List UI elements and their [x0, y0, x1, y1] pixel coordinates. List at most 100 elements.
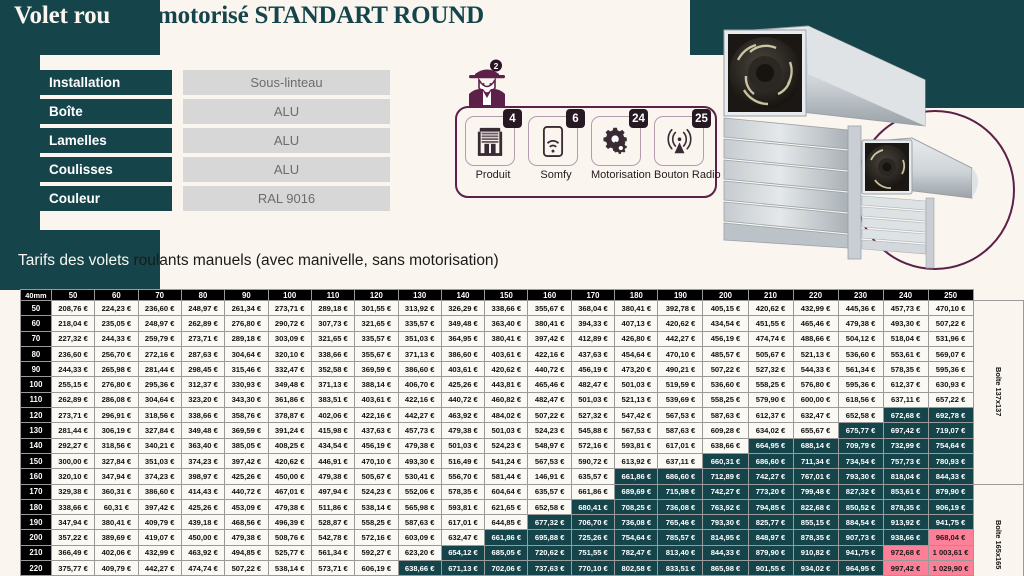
price-cell[interactable]: 326,29 € — [440, 299, 486, 317]
price-cell[interactable]: 576,80 € — [792, 376, 839, 393]
price-cell[interactable]: 296,91 € — [94, 407, 139, 424]
price-cell[interactable]: 972,68 € — [882, 544, 929, 562]
price-cell[interactable]: 235,05 € — [94, 315, 139, 332]
price-cell[interactable]: 276,80 € — [224, 315, 269, 332]
price-cell[interactable]: 538,14 € — [354, 498, 399, 516]
price-cell[interactable]: 780,93 € — [927, 452, 974, 470]
price-cell[interactable]: 338,66 € — [484, 299, 529, 317]
price-cell[interactable]: 524,23 € — [527, 422, 572, 439]
price-cell[interactable]: 360,31 € — [94, 483, 139, 500]
price-cell[interactable]: 719,07 € — [927, 422, 974, 439]
price-cell[interactable]: 496,39 € — [267, 514, 312, 531]
price-cell[interactable]: 315,46 € — [224, 361, 269, 378]
price-cell[interactable]: 737,63 € — [527, 560, 572, 576]
price-cell[interactable]: 485,57 € — [702, 345, 749, 363]
price-cell[interactable]: 661,86 € — [614, 468, 659, 485]
price-cell[interactable]: 732,99 € — [882, 437, 929, 454]
price-cell[interactable]: 468,56 € — [224, 514, 269, 531]
price-cell[interactable]: 244,33 € — [94, 330, 139, 347]
price-cell[interactable]: 794,85 € — [747, 498, 794, 516]
price-cell[interactable]: 358,76 € — [224, 407, 269, 424]
price-cell[interactable]: 488,66 € — [792, 330, 839, 347]
price-cell[interactable]: 770,10 € — [570, 560, 616, 576]
price-cell[interactable]: 248,97 € — [180, 299, 226, 317]
price-cell[interactable]: 351,03 € — [137, 452, 182, 470]
price-cell[interactable]: 357,22 € — [50, 529, 96, 546]
price-cell[interactable]: 692,78 € — [927, 407, 974, 424]
price-cell[interactable]: 374,23 € — [137, 468, 182, 485]
diagram-item-somfy[interactable]: 6 Somfy — [528, 109, 585, 181]
price-cell[interactable]: 638,66 € — [702, 437, 749, 454]
price-cell[interactable]: 556,70 € — [440, 468, 486, 485]
price-cell[interactable]: 340,21 € — [137, 437, 182, 454]
price-cell[interactable]: 440,72 € — [440, 391, 486, 409]
price-cell[interactable]: 420,62 € — [657, 315, 704, 332]
price-cell[interactable]: 347,94 € — [50, 514, 96, 531]
price-cell[interactable]: 558,25 € — [702, 391, 749, 409]
price-cell[interactable]: 295,36 € — [137, 376, 182, 393]
price-cell[interactable]: 380,41 € — [94, 514, 139, 531]
price-cell[interactable]: 397,42 € — [527, 330, 572, 347]
price-cell[interactable]: 561,34 € — [310, 544, 356, 562]
price-cell[interactable]: 913,92 € — [882, 514, 929, 531]
price-cell[interactable]: 680,41 € — [570, 498, 616, 516]
price-cell[interactable]: 490,21 € — [657, 361, 704, 378]
price-cell[interactable]: 677,32 € — [527, 514, 572, 531]
price-cell[interactable]: 558,25 € — [354, 514, 399, 531]
price-cell[interactable]: 312,37 € — [180, 376, 226, 393]
price-cell[interactable]: 802,58 € — [614, 560, 659, 576]
price-cell[interactable]: 782,47 € — [614, 544, 659, 562]
price-cell[interactable]: 742,27 € — [747, 468, 794, 485]
price-cell[interactable]: 420,62 € — [267, 452, 312, 470]
price-cell[interactable]: 227,32 € — [50, 330, 96, 347]
price-cell[interactable]: 394,33 € — [570, 315, 616, 332]
price-cell[interactable]: 637,11 € — [657, 452, 704, 470]
price-cell[interactable]: 289,18 € — [224, 330, 269, 347]
price-cell[interactable]: 380,41 € — [527, 315, 572, 332]
price-cell[interactable]: 793,30 € — [702, 514, 749, 531]
price-cell[interactable]: 224,23 € — [94, 299, 139, 317]
price-cell[interactable]: 465,46 € — [792, 315, 839, 332]
price-cell[interactable]: 262,89 € — [180, 315, 226, 332]
price-cell[interactable]: 844,33 € — [927, 468, 974, 485]
price-cell[interactable]: 552,06 € — [397, 483, 442, 500]
price-cell[interactable]: 578,35 € — [440, 483, 486, 500]
price-cell[interactable]: 635,57 € — [570, 468, 616, 485]
price-cell[interactable]: 406,70 € — [397, 376, 442, 393]
price-cell[interactable]: 652,58 € — [837, 407, 884, 424]
price-cell[interactable]: 262,89 € — [50, 391, 96, 409]
price-cell[interactable]: 525,77 € — [267, 544, 312, 562]
price-cell[interactable]: 516,49 € — [440, 452, 486, 470]
price-cell[interactable]: 603,09 € — [397, 529, 442, 546]
price-cell[interactable]: 572,16 € — [354, 529, 399, 546]
price-cell[interactable]: 463,92 € — [440, 407, 486, 424]
price-cell[interactable]: 590,72 € — [570, 452, 616, 470]
price-cell[interactable]: 1 029,90 € — [927, 560, 974, 576]
price-cell[interactable]: 343,30 € — [224, 391, 269, 409]
price-cell[interactable]: 420,62 € — [747, 299, 794, 317]
price-cell[interactable]: 675,77 € — [837, 422, 884, 439]
price-cell[interactable]: 380,41 € — [614, 299, 659, 317]
price-cell[interactable]: 553,61 € — [882, 345, 929, 363]
price-cell[interactable]: 442,27 € — [397, 407, 442, 424]
price-cell[interactable]: 403,61 € — [354, 391, 399, 409]
price-cell[interactable]: 672,68 € — [882, 407, 929, 424]
price-cell[interactable]: 695,88 € — [527, 529, 572, 546]
price-cell[interactable]: 612,37 € — [747, 407, 794, 424]
price-cell[interactable]: 751,55 € — [570, 544, 616, 562]
price-cell[interactable]: 349,48 € — [440, 315, 486, 332]
price-cell[interactable]: 844,33 € — [702, 544, 749, 562]
price-cell[interactable]: 754,64 € — [927, 437, 974, 454]
price-cell[interactable]: 671,13 € — [440, 560, 486, 576]
price-cell[interactable]: 457,73 € — [882, 299, 929, 317]
price-cell[interactable]: 456,19 € — [702, 330, 749, 347]
price-cell[interactable]: 422,16 € — [354, 407, 399, 424]
price-cell[interactable]: 853,61 € — [882, 483, 929, 500]
price-cell[interactable]: 712,89 € — [702, 468, 749, 485]
price-cell[interactable]: 587,63 € — [702, 407, 749, 424]
price-cell[interactable]: 329,38 € — [50, 483, 96, 500]
price-cell[interactable]: 437,63 € — [354, 422, 399, 439]
price-cell[interactable]: 505,67 € — [747, 345, 794, 363]
price-cell[interactable]: 964,95 € — [837, 560, 884, 576]
price-cell[interactable]: 439,18 € — [180, 514, 226, 531]
